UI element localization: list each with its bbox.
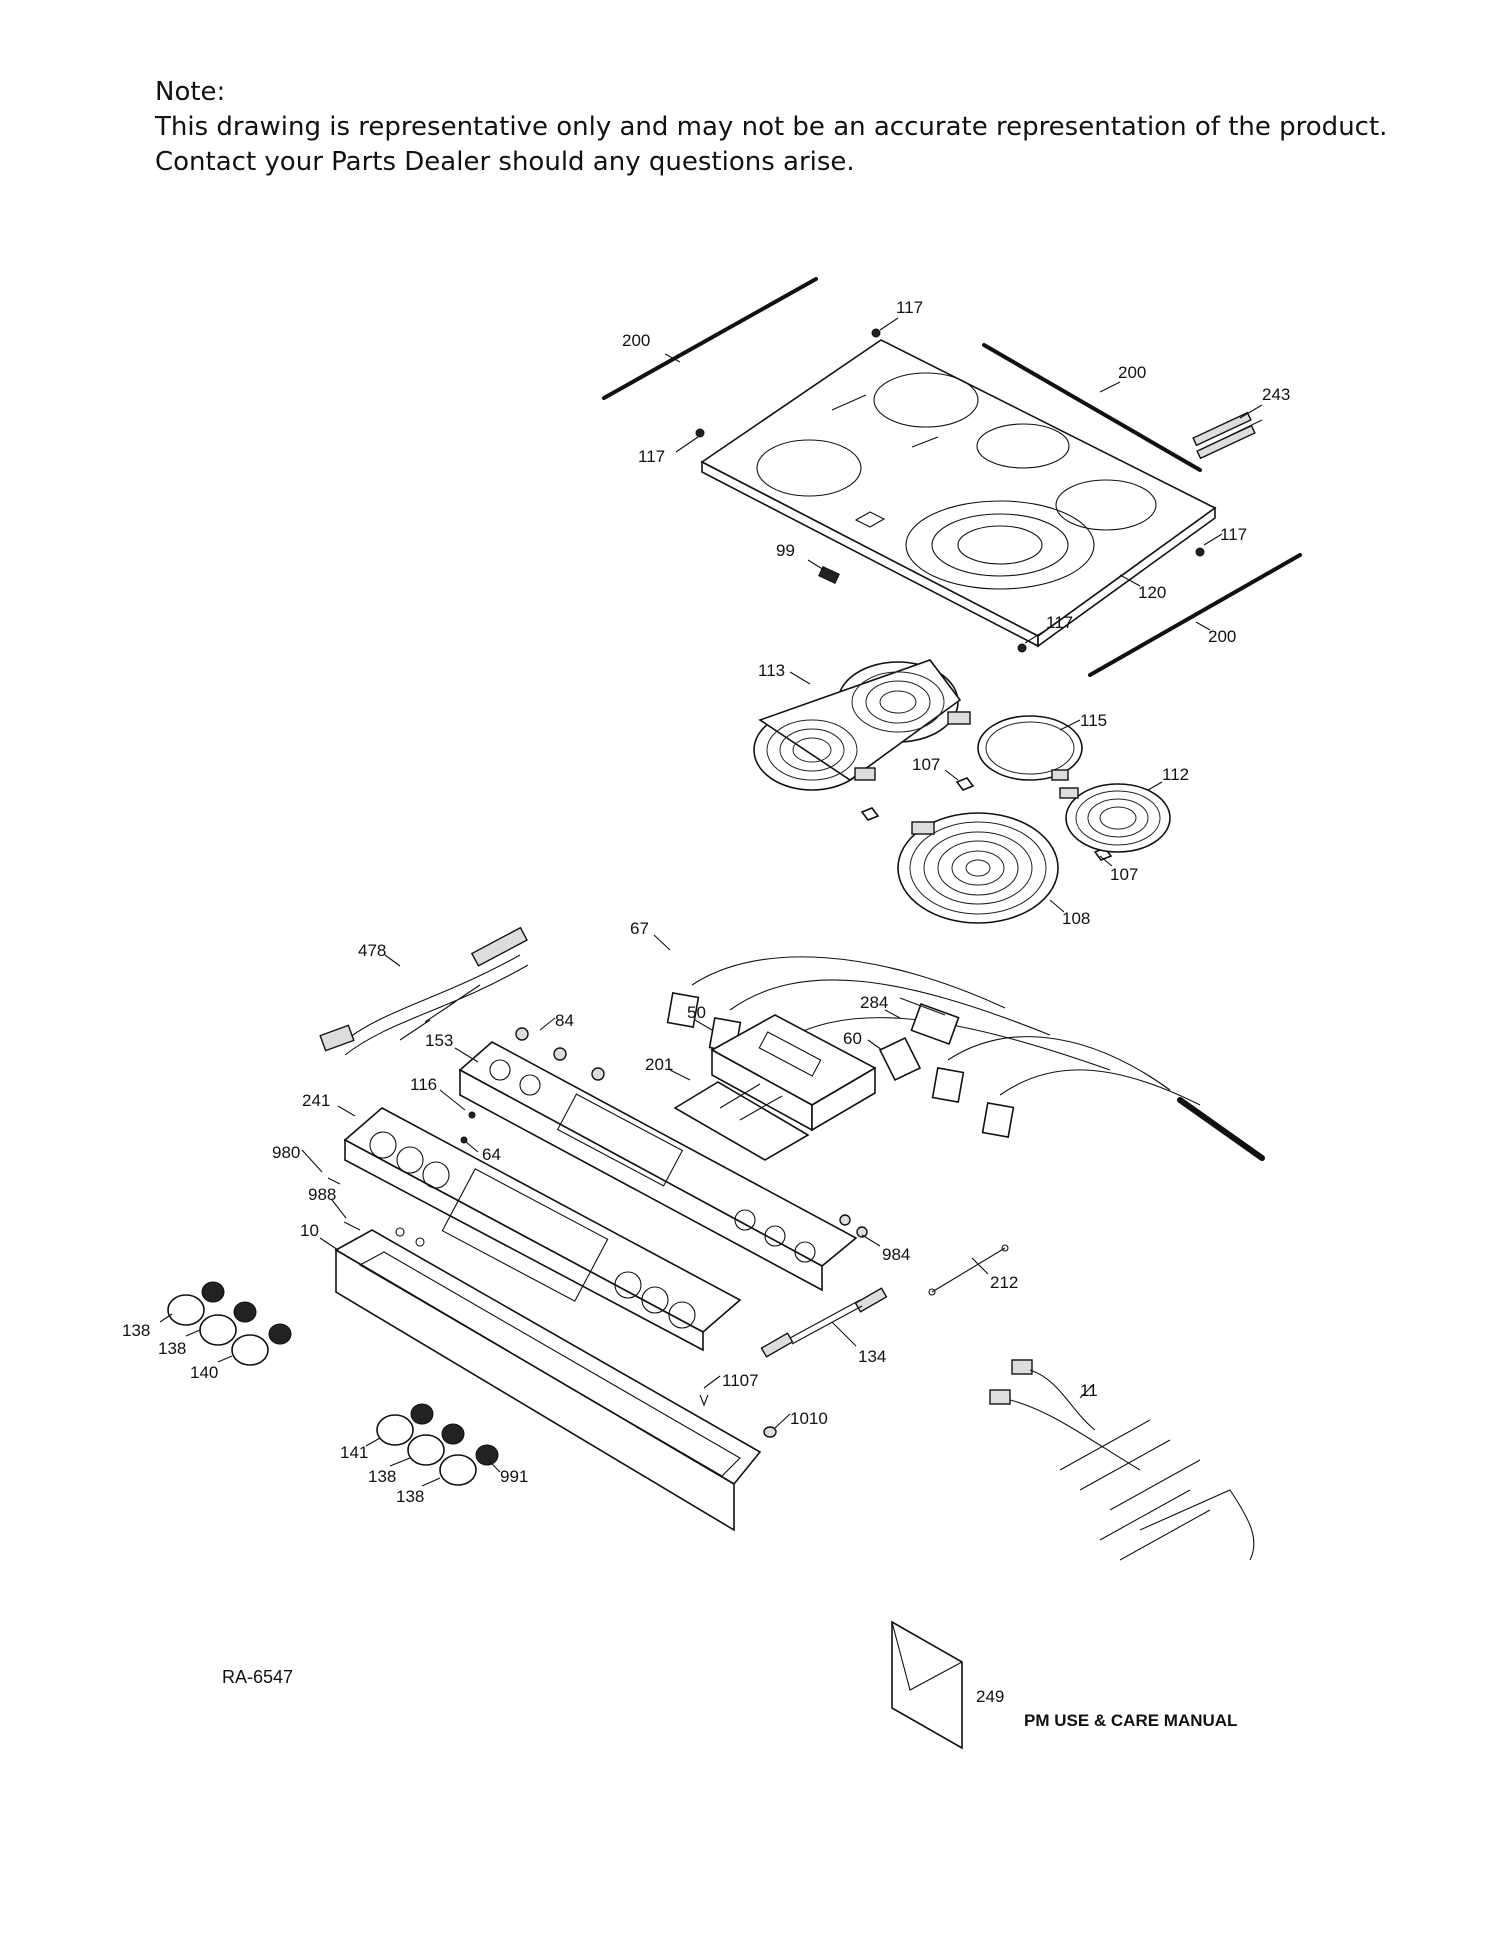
callout-984: 984 — [882, 1245, 910, 1264]
part-120-glass-cooktop — [700, 339, 1217, 648]
callout-243: 243 — [1262, 385, 1290, 404]
callout-117-right: 117 — [1220, 525, 1247, 544]
note-line-1: This drawing is representative only and … — [155, 112, 1388, 142]
callout-117-front: 117 — [1046, 613, 1073, 632]
callout-60: 60 — [843, 1029, 862, 1048]
part-201-insulation — [673, 1081, 810, 1161]
part-84-rotary-switches — [515, 1027, 605, 1081]
callout-107-upper: 107 — [912, 755, 940, 774]
callout-120: 120 — [1138, 583, 1166, 602]
callout-1107: 1107 — [722, 1371, 759, 1390]
part-117-bumpers — [695, 328, 1205, 653]
callout-980: 980 — [272, 1143, 300, 1162]
callout-478: 478 — [358, 941, 386, 960]
callout-99: 99 — [776, 541, 795, 560]
part-200-trim-front — [1088, 553, 1302, 677]
callout-labels: 200 117 200 243 117 99 117 120 117 200 1… — [122, 298, 1290, 1730]
callout-67: 67 — [630, 919, 649, 938]
part-60-label — [878, 1036, 922, 1082]
callout-10: 10 — [300, 1221, 319, 1240]
callout-11: 11 — [1080, 1381, 1098, 1400]
callout-50: 50 — [687, 1003, 706, 1022]
part-50-control-board — [710, 1014, 877, 1132]
callout-200-left: 200 — [622, 331, 650, 350]
part-478-harness-plug — [319, 926, 529, 1056]
part-241-control-panel — [343, 1107, 742, 1352]
callout-200-front: 200 — [1208, 627, 1236, 646]
callout-134: 134 — [858, 1347, 886, 1366]
callout-117-left: 117 — [638, 447, 665, 466]
part-138-knob-a — [167, 1281, 225, 1326]
part-99-sensor-clip — [818, 566, 840, 584]
manual-label: PM USE & CARE MANUAL — [1024, 1711, 1237, 1730]
part-112-small-element — [1059, 783, 1171, 853]
note-heading: Note: — [155, 77, 226, 107]
callout-212: 212 — [990, 1273, 1018, 1292]
callout-64: 64 — [482, 1145, 501, 1164]
part-984-screws — [839, 1214, 868, 1238]
callout-117-top: 117 — [896, 298, 923, 317]
disclaimer-note: Note: This drawing is representative onl… — [155, 75, 1387, 180]
callout-113: 113 — [758, 661, 785, 680]
part-138-knob-d — [439, 1444, 499, 1486]
callout-115: 115 — [1080, 711, 1107, 730]
part-10-front-trim-frame — [334, 1227, 762, 1532]
callout-153: 153 — [425, 1031, 453, 1050]
callout-991: 991 — [500, 1467, 528, 1486]
callout-140: 140 — [190, 1363, 218, 1382]
part-212-rod — [928, 1244, 1009, 1296]
part-200-trim-left — [602, 277, 818, 400]
note-line-2: Contact your Parts Dealer should any que… — [155, 147, 855, 177]
callout-138-c: 138 — [368, 1467, 396, 1486]
callout-284: 284 — [860, 993, 888, 1012]
part-138-knob-c — [407, 1423, 465, 1466]
callout-1010: 1010 — [790, 1409, 828, 1428]
callout-141: 141 — [340, 1443, 368, 1462]
part-153-backguard — [458, 1041, 858, 1292]
part-141-knob — [376, 1403, 434, 1446]
leader-lines — [159, 317, 1263, 1487]
callout-200-right: 200 — [1118, 363, 1146, 382]
part-249-manual — [891, 1620, 963, 1750]
part-108-large-element — [897, 812, 1059, 924]
callout-107-lower: 107 — [1110, 865, 1138, 884]
part-116-64-fasteners — [460, 1111, 476, 1144]
part-113-dual-element — [753, 659, 971, 791]
part-134-harness — [760, 1287, 888, 1358]
callout-138-a: 138 — [122, 1321, 150, 1340]
callout-988: 988 — [308, 1185, 336, 1204]
document-id: RA-6547 — [222, 1667, 293, 1687]
part-1107-1010-hardware — [699, 1394, 777, 1438]
callout-108: 108 — [1062, 909, 1090, 928]
part-140-knob — [231, 1323, 292, 1366]
callout-249: 249 — [976, 1687, 1004, 1706]
part-138-knob-b — [199, 1301, 257, 1346]
part-115-ring-element — [977, 715, 1083, 781]
callout-138-b: 138 — [158, 1339, 186, 1358]
callout-84: 84 — [555, 1011, 574, 1030]
callout-201: 201 — [645, 1055, 673, 1074]
part-200-trim-right — [982, 343, 1202, 472]
callout-138-d: 138 — [396, 1487, 424, 1506]
part-243-wire-harness — [1192, 411, 1263, 460]
callout-241: 241 — [302, 1091, 330, 1110]
part-11-main-harness — [989, 1359, 1255, 1561]
part-284-relay — [899, 997, 960, 1046]
part-980-988-screws — [327, 1177, 361, 1231]
callout-116: 116 — [410, 1075, 437, 1094]
callout-112: 112 — [1162, 765, 1189, 784]
